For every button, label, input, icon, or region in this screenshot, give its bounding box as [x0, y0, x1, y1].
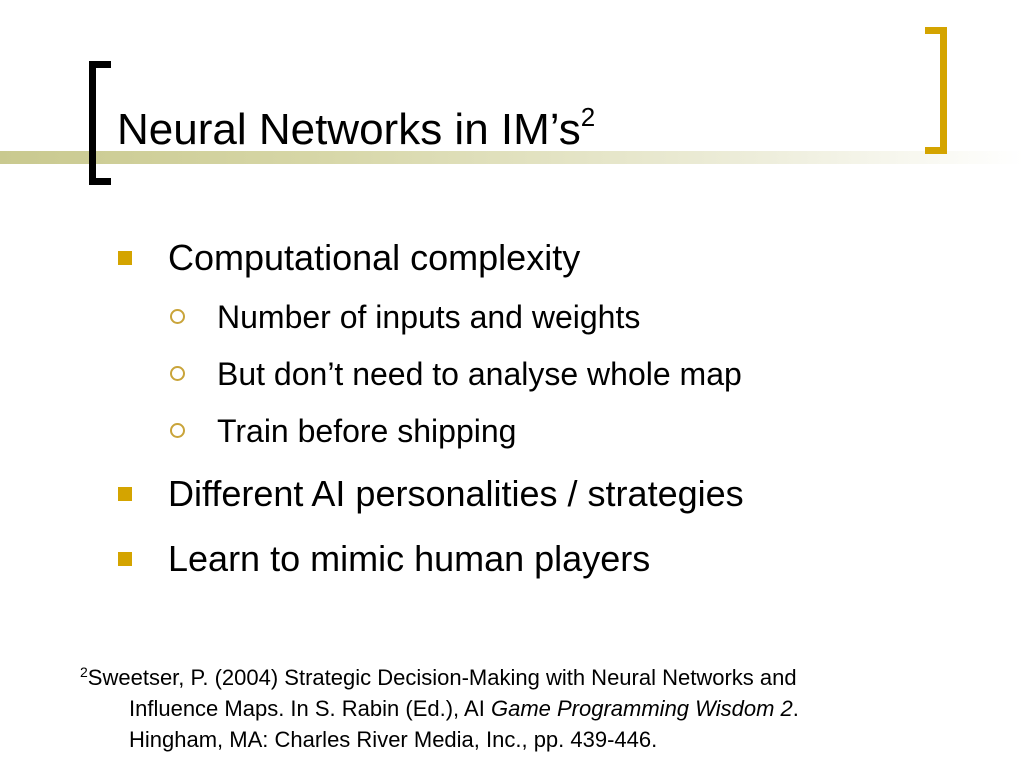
bullet-text: Learn to mimic human players [168, 538, 651, 579]
footnote: 2Sweetser, P. (2004) Strategic Decision-… [80, 662, 960, 755]
footnote-line-2: Influence Maps. In S. Rabin (Ed.), AI Ga… [80, 693, 960, 724]
footnote-line-2-post: . [792, 696, 799, 721]
sub-bullet-text: Train before shipping [217, 413, 517, 449]
square-bullet-icon [118, 251, 132, 265]
ring-bullet-icon [170, 423, 185, 438]
footnote-line-2-pre: Influence Maps. In S. Rabin (Ed.), AI [129, 696, 491, 721]
square-bullet-icon [118, 552, 132, 566]
title-accent-band [0, 151, 1024, 164]
left-bracket-icon [89, 61, 111, 185]
footnote-marker: 2 [80, 664, 88, 680]
footnote-line-3-text: Hingham, MA: Charles River Media, Inc., … [129, 727, 658, 752]
slide-title: Neural Networks in IM’s2 [117, 104, 595, 156]
square-bullet-icon [118, 487, 132, 501]
right-bracket-icon [925, 27, 947, 154]
footnote-book-title: Game Programming Wisdom 2 [490, 696, 793, 721]
bullet-text: Computational complexity [168, 237, 581, 278]
sub-bullet-text: Number of inputs and weights [217, 299, 641, 335]
slide-title-text: Neural Networks in IM’s [117, 105, 581, 154]
title-footnote-marker: 2 [580, 102, 596, 132]
footnote-line-3: Hingham, MA: Charles River Media, Inc., … [80, 724, 960, 755]
sub-bullet-text: But don’t need to analyse whole map [217, 356, 742, 392]
ring-bullet-icon [170, 366, 185, 381]
footnote-line-1: 2Sweetser, P. (2004) Strategic Decision-… [80, 662, 960, 693]
footnote-line-1-text: Sweetser, P. (2004) Strategic Decision-M… [87, 665, 797, 690]
bullet-text: Different AI personalities / strategies [168, 473, 744, 514]
ring-bullet-icon [170, 309, 185, 324]
